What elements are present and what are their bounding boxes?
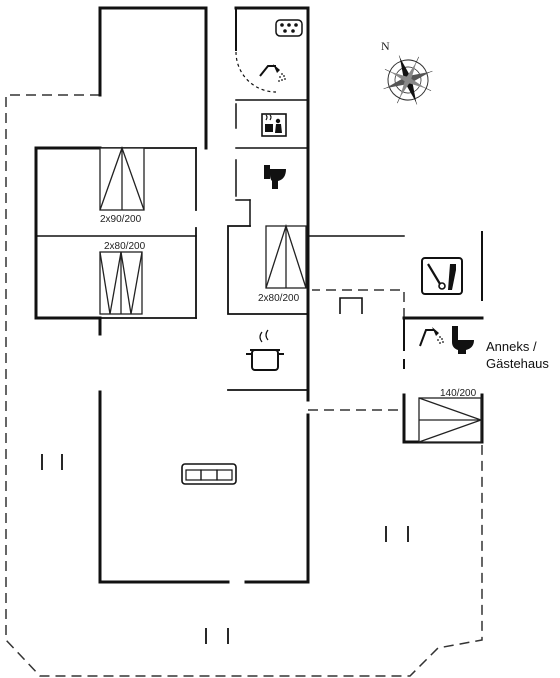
terrace-outline <box>5 94 483 677</box>
bed-room3 <box>265 223 307 289</box>
bed-label-room3: 2x80/200 <box>258 293 300 304</box>
toilet-icon <box>452 326 474 354</box>
door-swings <box>235 51 277 93</box>
toilet-icon <box>264 165 286 189</box>
house-walls <box>34 6 484 584</box>
terrace-posts <box>41 454 409 644</box>
washing-machine-icon <box>421 257 463 295</box>
compass-rose <box>383 55 433 105</box>
compass-north-label: N <box>381 39 390 53</box>
cooking-pot-icon <box>246 329 284 371</box>
annex-label-line1: Anneks / <box>486 339 537 354</box>
bed-label-room1: 2x90/200 <box>100 214 142 225</box>
annex-label-line2: Gästehaus <box>486 356 549 371</box>
bed-room1 <box>99 146 145 211</box>
shower-icon <box>419 327 444 347</box>
sofa-icon <box>181 463 237 485</box>
bed-annex <box>418 397 483 443</box>
bed-room2 <box>99 251 143 315</box>
bed-label-annex: 140/200 <box>440 388 477 399</box>
shower-icon <box>259 64 286 82</box>
hall-fixture <box>339 297 363 314</box>
bed-label-room2: 2x80/200 <box>104 241 146 252</box>
spa-icon <box>275 19 303 37</box>
sauna-icon <box>261 113 287 137</box>
